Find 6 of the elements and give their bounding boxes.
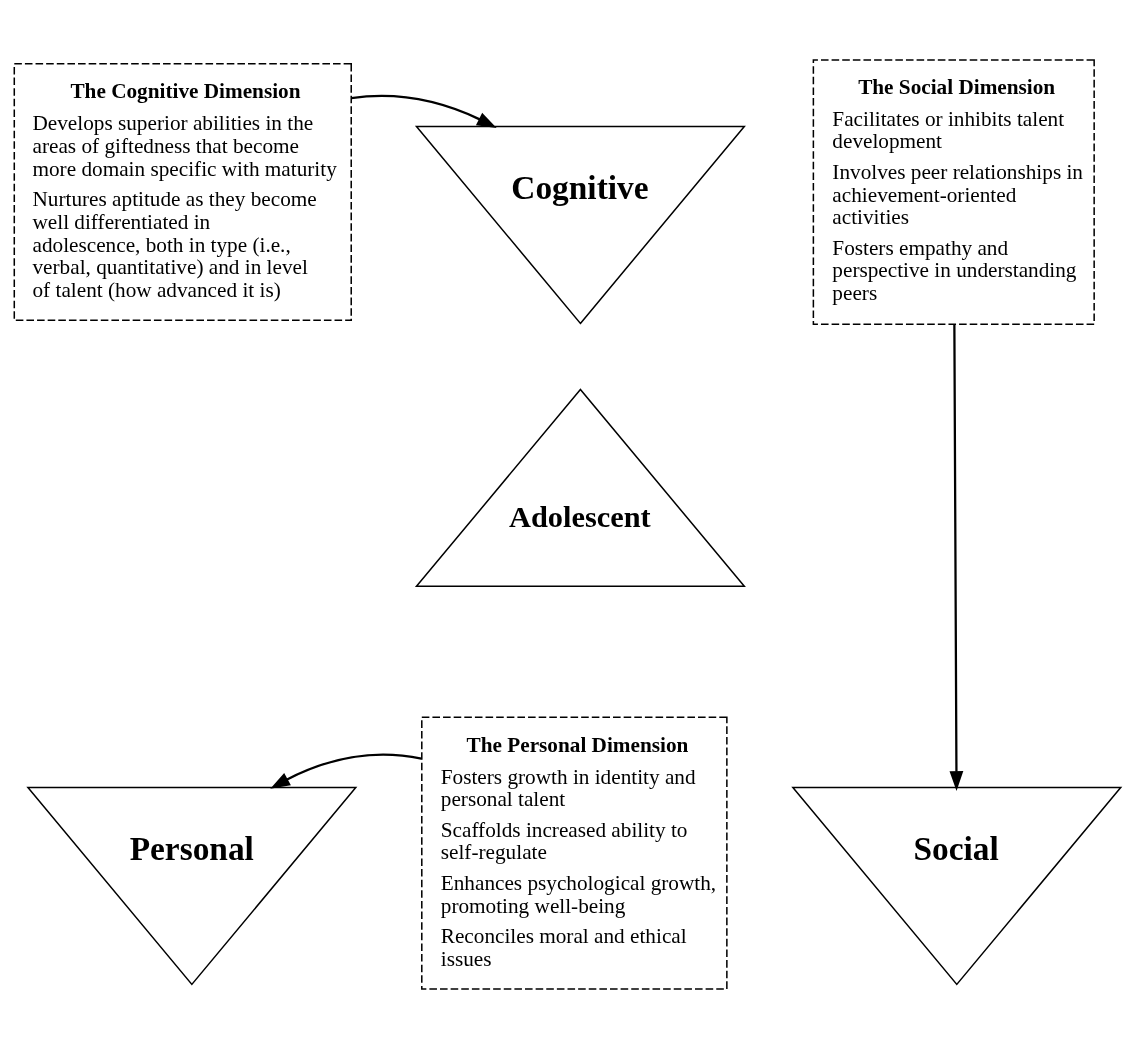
node-box: The Social Dimension Facilitates or inhibits talent development Involves peer relationships in achievement-oriented activities Fosters empathy and perspective in understanding peers bbox=[812, 58, 1095, 325]
arrow bbox=[270, 753, 422, 789]
arrow bbox=[351, 94, 497, 128]
node-box: The Cognitive Dimension Develops superior abilities in the areas of giftedness that become more domain specific with maturity Nurtures aptitude as they become well differentiated in adolescence, both in type (i.e., verbal, quantitative) and in level of talent (how advanced it is) bbox=[13, 62, 352, 321]
arrow bbox=[949, 323, 964, 791]
node-box: The Personal Dimension Fosters growth in identity and personal talent Scaffolds increased ability to self-regulate Enhances psychological growth, promoting well-being Reconciles moral and ethical issues bbox=[421, 716, 728, 990]
